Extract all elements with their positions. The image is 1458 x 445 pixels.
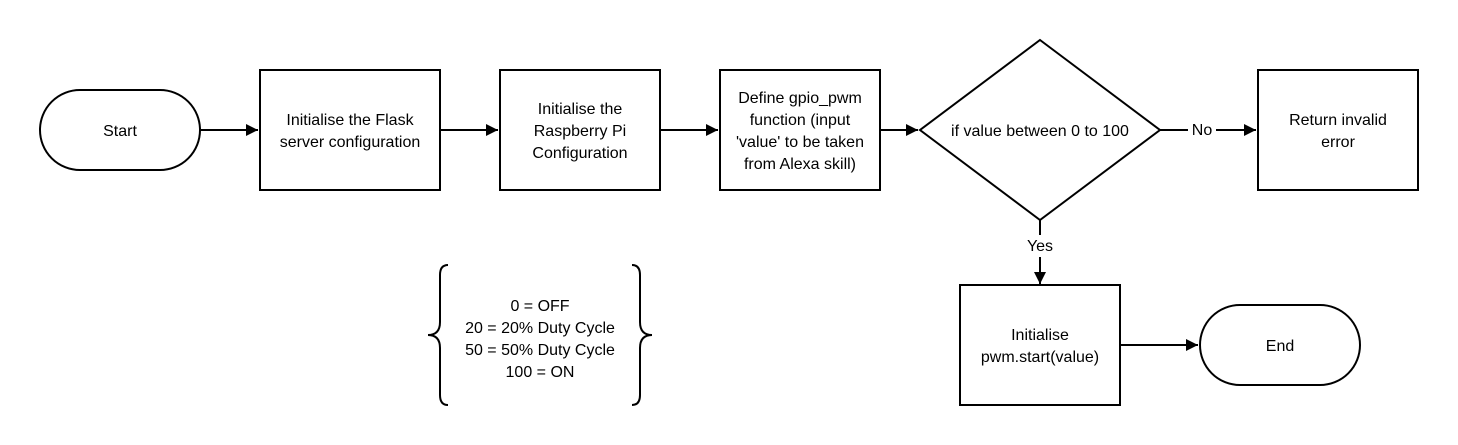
process-box (959, 284, 1121, 406)
process-box (719, 69, 881, 191)
node-end-label: End (1266, 338, 1294, 355)
process-box (1257, 69, 1419, 191)
label-line: Configuration (532, 145, 627, 162)
value-mapping-note: 0 = OFF 20 = 20% Duty Cycle 50 = 50% Duty … (427, 264, 653, 406)
node-pwm-label: Initialise pwm.start(value) (981, 327, 1099, 366)
process-box (259, 69, 441, 191)
label-line: Raspberry Pi (534, 123, 626, 140)
terminator-shape (1199, 304, 1361, 386)
node-start: Start (39, 89, 201, 171)
node-start-label: Start (103, 123, 137, 140)
value-mapping-text: 0 = OFF 20 = 20% Duty Cycle 50 = 50% Duty … (465, 298, 615, 381)
edge-label-no: No (1188, 119, 1216, 141)
label-line: Initialise the (538, 101, 623, 118)
edge-label-yes: Yes (1022, 235, 1058, 257)
left-curly-brace (427, 264, 449, 406)
node-flask: Initialise the Flask server configuration (259, 69, 441, 191)
node-pwm: Initialise pwm.start(value) (959, 284, 1121, 406)
label-line: error (1321, 134, 1355, 151)
label-line: 0 = OFF (510, 298, 569, 315)
node-gpio-label: Define gpio_pwm function (input 'value' to… (736, 90, 864, 173)
label-line: from Alexa skill) (744, 156, 856, 173)
edge-label-no-text: No (1192, 122, 1213, 139)
node-invalid-label: Return invalid error (1289, 112, 1387, 151)
label-line: 'value' to be taken (736, 134, 864, 151)
node-flask-label: Initialise the Flask server configuration (280, 112, 421, 151)
label-line: function (input (750, 112, 851, 129)
decision-diamond (918, 38, 1162, 222)
label-line: 20 = 20% Duty Cycle (465, 320, 615, 337)
node-decision-label: if value between 0 to 100 (951, 123, 1129, 140)
label-line: Initialise the Flask (286, 112, 414, 129)
node-gpio: Define gpio_pwm function (input 'value' to… (719, 69, 881, 191)
label-line: End (1266, 338, 1294, 355)
terminator-shape (39, 89, 201, 171)
label-line: Return invalid (1289, 112, 1387, 129)
edge-label-yes-text: Yes (1027, 238, 1053, 255)
label-line: if value between 0 to 100 (951, 123, 1129, 140)
label-line: Define gpio_pwm (738, 90, 862, 107)
process-box (499, 69, 661, 191)
label-line: 50 = 50% Duty Cycle (465, 342, 615, 359)
node-end: End (1199, 304, 1361, 386)
label-line: Start (103, 123, 137, 140)
label-line: Initialise (1011, 327, 1069, 344)
label-line: pwm.start(value) (981, 349, 1099, 366)
label-line: 100 = ON (506, 364, 575, 381)
right-curly-brace (631, 264, 653, 406)
label-line: server configuration (280, 134, 421, 151)
node-invalid: Return invalid error (1257, 69, 1419, 191)
node-decision: if value between 0 to 100 (918, 38, 1162, 222)
